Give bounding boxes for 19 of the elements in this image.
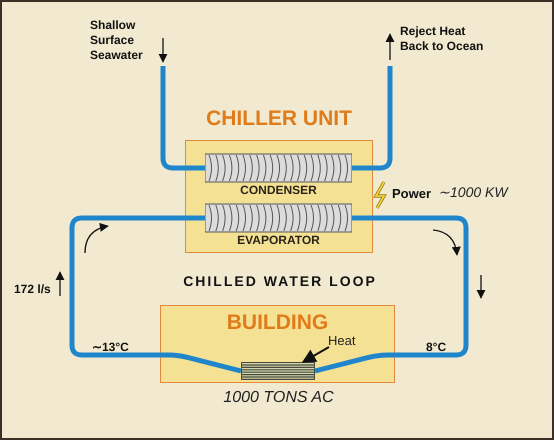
loop-label: CHILLED WATER LOOP — [182, 274, 378, 289]
power-value: ∼1000 KW — [438, 184, 508, 200]
flow-rate-label: 172 l/s — [14, 282, 51, 297]
heat-label: Heat — [328, 333, 364, 349]
water-pipe — [70, 216, 242, 374]
temperature-label: 8°C — [426, 340, 446, 355]
inlet-label: Shallow Surface Seawater — [90, 18, 144, 63]
water-pipe — [352, 66, 392, 170]
power-label: Power — [392, 186, 432, 201]
component-label: EVAPORATOR — [236, 233, 321, 247]
building-title: BUILDING — [226, 311, 330, 335]
temperature-label: ∼13°C — [92, 340, 129, 355]
leader-arrow — [302, 346, 330, 363]
water-pipe — [314, 216, 468, 374]
component-label: CONDENSER — [239, 183, 318, 197]
unit-title: CHILLER UNIT — [205, 107, 353, 131]
capacity-caption: 1000 TONS AC — [222, 389, 335, 407]
water-pipe — [160, 66, 205, 170]
outlet-label: Reject Heat Back to Ocean — [400, 24, 484, 54]
